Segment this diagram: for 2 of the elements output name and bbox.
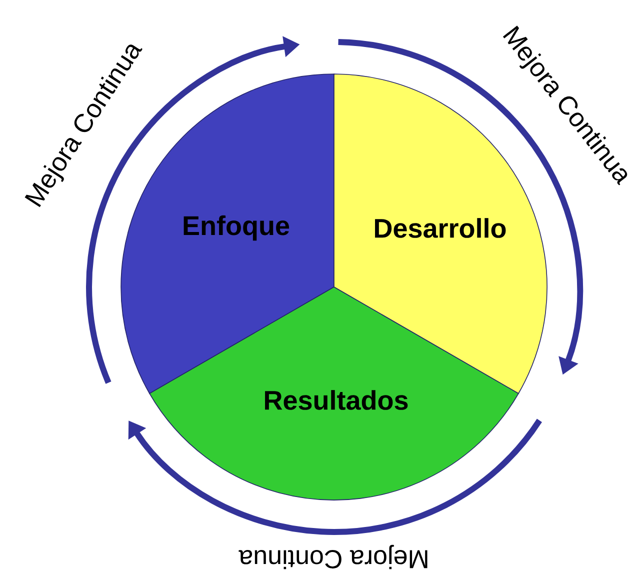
pie-sector: Resultados <box>149 286 519 500</box>
cycle-label: Mejora Continua <box>238 544 428 570</box>
